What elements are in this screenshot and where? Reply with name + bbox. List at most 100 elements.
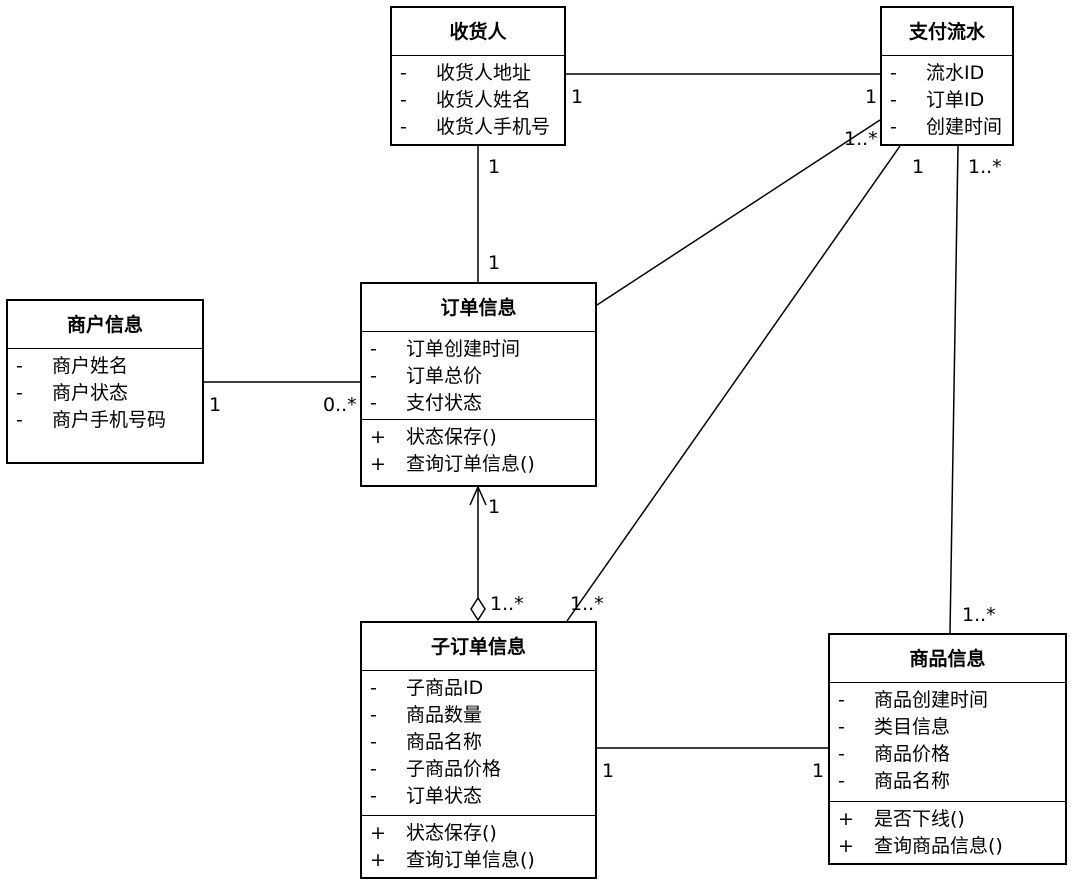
visibility-marker: - (370, 758, 377, 780)
attribute-name: 商品价格 (874, 743, 951, 765)
multiplicity-label: 1 (488, 496, 501, 518)
multiplicity-label: 1 (488, 156, 501, 178)
visibility-marker: - (838, 689, 845, 711)
operation-name: 是否下线() (874, 808, 965, 830)
multiplicity-label: 1..* (844, 128, 878, 150)
attribute: - 收货人姓名 (392, 87, 564, 114)
attribute-list: - 订单创建时间 -订单总价 -支付状态 (362, 332, 595, 419)
visibility-marker: - (838, 743, 845, 765)
attribute-list: -流水ID -订单ID -创建时间 (882, 56, 1012, 141)
visibility-marker: + (370, 822, 386, 844)
attribute-name: 商品创建时间 (874, 689, 989, 711)
class-sub-order: 子订单信息 - 子商品ID - 商品数量 - 商品名称 - 子商品价格 -订单状态 + 状… (360, 621, 597, 879)
visibility-marker: + (370, 426, 386, 448)
multiplicity-label: 1..* (490, 593, 524, 615)
attribute-name: 收货人姓名 (436, 89, 532, 111)
multiplicity-label: 1 (912, 156, 925, 178)
operation-name: 查询订单信息() (406, 849, 535, 871)
visibility-marker: - (16, 409, 23, 431)
attribute: -支付状态 (362, 390, 595, 417)
attribute: - 收货人地址 (392, 60, 564, 87)
operation-name: 查询商品信息() (874, 835, 1003, 857)
attribute: - 流水ID (882, 60, 1012, 87)
attribute-name: 子商品价格 (406, 758, 502, 780)
visibility-marker: - (838, 770, 845, 792)
attribute: - 商户姓名 (8, 353, 202, 380)
visibility-marker: - (370, 392, 377, 414)
attribute: - 商品创建时间 (830, 687, 1065, 714)
aggregation-diamond (470, 596, 486, 622)
attribute-name: 商品数量 (406, 704, 483, 726)
operation-name: 状态保存() (406, 822, 497, 844)
operation: + 状态保存() (362, 424, 595, 451)
visibility-marker: + (370, 849, 386, 871)
attribute-name: 订单创建时间 (406, 338, 521, 360)
class-title: 子订单信息 (362, 623, 595, 671)
attribute: - 商品名称 (362, 729, 595, 756)
attribute-name: 创建时间 (926, 116, 1003, 138)
multiplicity-label: 1 (602, 760, 615, 782)
attribute: - 商品价格 (830, 741, 1065, 768)
attribute-name: 商品名称 (406, 731, 483, 753)
operation: +是否下线() (830, 806, 1065, 833)
visibility-marker: - (890, 116, 897, 138)
operation: + 状态保存() (362, 820, 595, 847)
class-consignee: 收货人 - 收货人地址 - 收货人姓名 - 收货人手机号 (390, 6, 566, 146)
operation-name: 查询订单信息() (406, 453, 535, 475)
visibility-marker: - (400, 116, 407, 138)
attribute: - 子商品价格 (362, 756, 595, 783)
attribute-name: 流水ID (926, 62, 985, 84)
class-title: 订单信息 (362, 284, 595, 332)
attribute-name: 收货人地址 (436, 62, 532, 84)
multiplicity-label: 0..* (323, 394, 357, 416)
visibility-marker: - (400, 89, 407, 111)
attribute: -商户状态 (8, 380, 202, 407)
attribute-name: 订单总价 (406, 365, 483, 387)
attribute-name: 类目信息 (874, 716, 951, 738)
class-product: 商品信息 -商品创建时间 -类目信息 -商品价格 -商品名称 +是否下线() +… (828, 633, 1067, 865)
multiplicity-label: 1..* (962, 604, 996, 626)
visibility-marker: - (838, 716, 845, 738)
attribute-list: - 商户姓名 -商户状态 - 商户手机号码 (8, 349, 202, 434)
attribute: - 商户手机号码 (8, 407, 202, 434)
attribute-name: 收货人手机号 (436, 116, 551, 138)
visibility-marker: - (370, 677, 377, 699)
visibility-marker: - (16, 382, 23, 404)
multiplicity-label: 1 (488, 252, 501, 274)
attribute-list: - 子商品ID - 商品数量 - 商品名称 - 子商品价格 -订单状态 (362, 671, 595, 815)
attribute-name: 商户姓名 (52, 355, 129, 377)
operation: + 查询订单信息() (362, 847, 595, 874)
visibility-marker: - (370, 731, 377, 753)
attribute-name: 商户手机号码 (52, 409, 167, 431)
operation: + 查询商品信息() (830, 833, 1065, 860)
operation-name: 状态保存() (406, 426, 497, 448)
class-title: 收货人 (392, 8, 564, 56)
operation-list: +是否下线() + 查询商品信息() (830, 801, 1065, 860)
class-payment-flow: 支付流水 -流水ID -订单ID -创建时间 (880, 6, 1014, 146)
multiplicity-label: 1..* (968, 156, 1002, 178)
multiplicity-label: 1 (209, 394, 222, 416)
attribute: - 子商品ID (362, 675, 595, 702)
operation: +查询订单信息() (362, 451, 595, 478)
visibility-marker: - (16, 355, 23, 377)
visibility-marker: - (400, 62, 407, 84)
class-title: 商品信息 (830, 635, 1065, 683)
attribute: - 商品名称 (830, 768, 1065, 795)
multiplicity-label: 1 (812, 760, 825, 782)
attribute-name: 子商品ID (406, 677, 484, 699)
assoc-payment-product (949, 145, 959, 634)
operation-list: + 状态保存() + 查询订单信息() (362, 815, 595, 874)
attribute-name: 商品名称 (874, 770, 951, 792)
attribute: -订单总价 (362, 363, 595, 390)
visibility-marker: - (890, 62, 897, 84)
navigation-arrowhead (469, 485, 487, 506)
class-title: 支付流水 (882, 8, 1012, 56)
visibility-marker: - (370, 704, 377, 726)
operation-list: + 状态保存() +查询订单信息() (362, 419, 595, 478)
attribute: -订单状态 (362, 783, 595, 810)
assoc-payment-order (596, 119, 881, 306)
multiplicity-label: 1..* (570, 593, 604, 615)
attribute: - 商品数量 (362, 702, 595, 729)
class-merchant: 商户信息 -商户姓名 -商户状态 -商户手机号码 (6, 299, 204, 464)
visibility-marker: + (838, 835, 854, 857)
